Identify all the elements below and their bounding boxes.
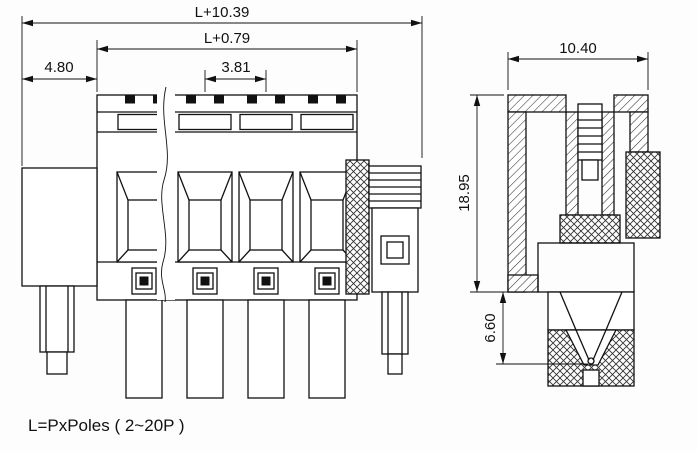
screw-tip <box>581 159 599 181</box>
arrowhead <box>499 292 507 303</box>
plug-flange-section <box>345 159 370 295</box>
arrowhead <box>205 75 216 83</box>
dim-label-total-width: L+10.39 <box>195 4 250 21</box>
arrowhead <box>637 55 648 63</box>
screw-channel-wall-left <box>565 111 579 216</box>
flange-pin <box>39 285 75 353</box>
arrowhead <box>346 45 357 53</box>
arrowhead <box>86 75 97 83</box>
spring-leaf-left <box>575 329 590 361</box>
dim-label-height: 18.95 <box>456 174 473 212</box>
top-flange-right <box>613 94 649 113</box>
funnel-wall-left <box>559 291 577 331</box>
left-wall-foot <box>507 274 539 293</box>
dim-label-pitch: 3.81 <box>221 59 250 76</box>
arrowhead <box>22 19 33 27</box>
break-squiggle <box>161 86 168 303</box>
funnel-wall-right <box>605 291 623 331</box>
plug-pin-tip <box>387 353 403 375</box>
flange-outline <box>21 167 98 287</box>
break-gap <box>157 93 175 300</box>
lower-body <box>547 291 635 331</box>
left-flange <box>21 167 98 375</box>
funnel-opening <box>564 329 618 366</box>
break-line <box>157 86 175 303</box>
arrowhead <box>499 353 507 364</box>
flange-pin-tip <box>46 351 68 375</box>
right-mating-flange-section <box>625 151 661 239</box>
bottom-wire-entry <box>582 369 600 387</box>
top-flange-left <box>507 94 567 113</box>
length-formula-note: L=PxPoles ( 2~20P ) <box>28 416 185 435</box>
arrowhead <box>473 95 481 106</box>
arrowhead <box>97 45 108 53</box>
left-wall-section <box>507 111 527 293</box>
right-plug <box>345 159 422 375</box>
side-view: 10.40 18.95 6.60 <box>456 40 661 387</box>
dim-label-housing-width: L+0.79 <box>204 30 250 47</box>
screw-body <box>577 103 603 161</box>
side-dimensions: 10.40 18.95 6.60 <box>456 40 649 365</box>
arrowhead <box>22 75 33 83</box>
screw-channel-wall-right <box>601 111 615 216</box>
plug-window-inner <box>386 241 404 259</box>
dim-label-depth: 10.40 <box>559 40 597 57</box>
arrowhead <box>255 75 266 83</box>
right-wall-section <box>629 111 649 153</box>
arrowhead <box>508 55 519 63</box>
spring-tip <box>587 357 595 365</box>
dim-label-flange-width: 4.80 <box>44 59 73 76</box>
spring-leaf-right <box>592 329 607 361</box>
wire-chamber <box>537 242 635 293</box>
arrowhead <box>473 281 481 292</box>
front-view: L+10.39 L+0.79 4.80 3.81 <box>21 4 423 399</box>
wire-clamp-section <box>559 214 621 244</box>
dim-label-lower-height: 6.60 <box>482 313 499 342</box>
plug-pin <box>381 291 409 355</box>
front-dimensions: L+10.39 L+0.79 4.80 3.81 <box>21 4 423 166</box>
arrowhead <box>411 19 422 27</box>
clamp-screw <box>577 103 603 181</box>
